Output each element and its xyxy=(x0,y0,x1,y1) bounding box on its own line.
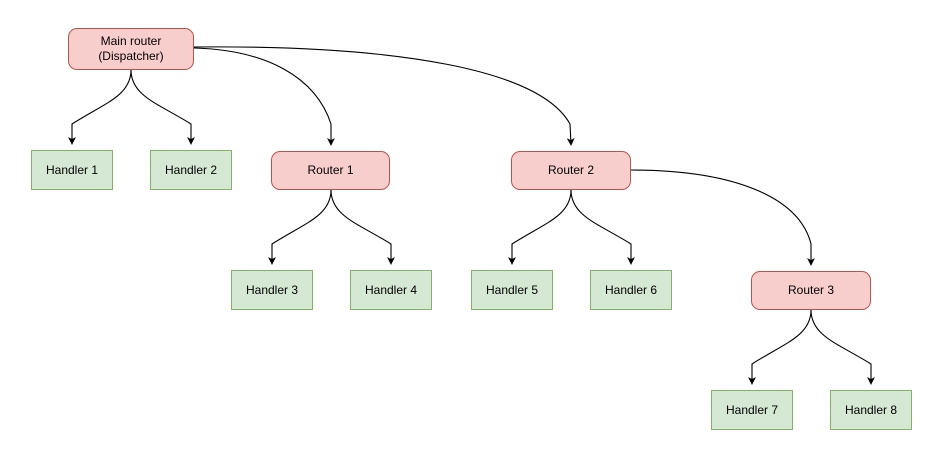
node-label-handler-5: Handler 5 xyxy=(485,282,539,297)
node-handler-4[interactable]: Handler 4 xyxy=(350,270,432,310)
node-handler-3[interactable]: Handler 3 xyxy=(231,270,313,310)
node-label-router-1: Router 1 xyxy=(307,163,354,177)
node-handler-1[interactable]: Handler 1 xyxy=(31,150,113,190)
node-router-3[interactable]: Router 3 xyxy=(751,271,871,310)
node-label-handler-7: Handler 7 xyxy=(725,402,779,417)
edge-main-to-router-2 xyxy=(193,46,575,146)
node-handler-2[interactable]: Handler 2 xyxy=(150,150,232,190)
edge-router-1-to-handler-3 xyxy=(268,189,332,265)
edge-main-to-router-1 xyxy=(193,47,335,146)
edge-router-2-to-handler-6 xyxy=(570,189,635,265)
edge-main-to-handler-2 xyxy=(130,69,195,145)
node-label-router-2: Router 2 xyxy=(547,163,595,177)
node-label-handler-2: Handler 2 xyxy=(164,162,218,177)
node-router-2[interactable]: Router 2 xyxy=(511,151,631,190)
node-label-main-router: Main router (Dispatcher) xyxy=(98,34,164,63)
node-label-handler-4: Handler 4 xyxy=(364,282,418,297)
edge-main-to-handler-1 xyxy=(68,69,132,145)
edge-router-3-to-handler-8 xyxy=(810,309,875,385)
node-handler-7[interactable]: Handler 7 xyxy=(711,390,793,430)
node-handler-8[interactable]: Handler 8 xyxy=(830,390,912,430)
edge-router-3-to-handler-7 xyxy=(748,309,812,385)
node-router-1[interactable]: Router 1 xyxy=(271,151,390,190)
node-label-handler-8: Handler 8 xyxy=(844,402,898,417)
node-handler-6[interactable]: Handler 6 xyxy=(590,270,672,310)
node-handler-5[interactable]: Handler 5 xyxy=(471,270,553,310)
node-label-handler-3: Handler 3 xyxy=(245,282,299,297)
edge-router-1-to-handler-4 xyxy=(330,189,395,265)
node-label-handler-6: Handler 6 xyxy=(604,282,658,297)
node-label-handler-1: Handler 1 xyxy=(45,162,99,177)
node-main-router[interactable]: Main router (Dispatcher) xyxy=(68,28,194,70)
edge-router-2-to-handler-5 xyxy=(508,189,572,265)
edge-router-2-to-router-3 xyxy=(630,169,815,266)
node-label-router-3: Router 3 xyxy=(787,283,835,297)
